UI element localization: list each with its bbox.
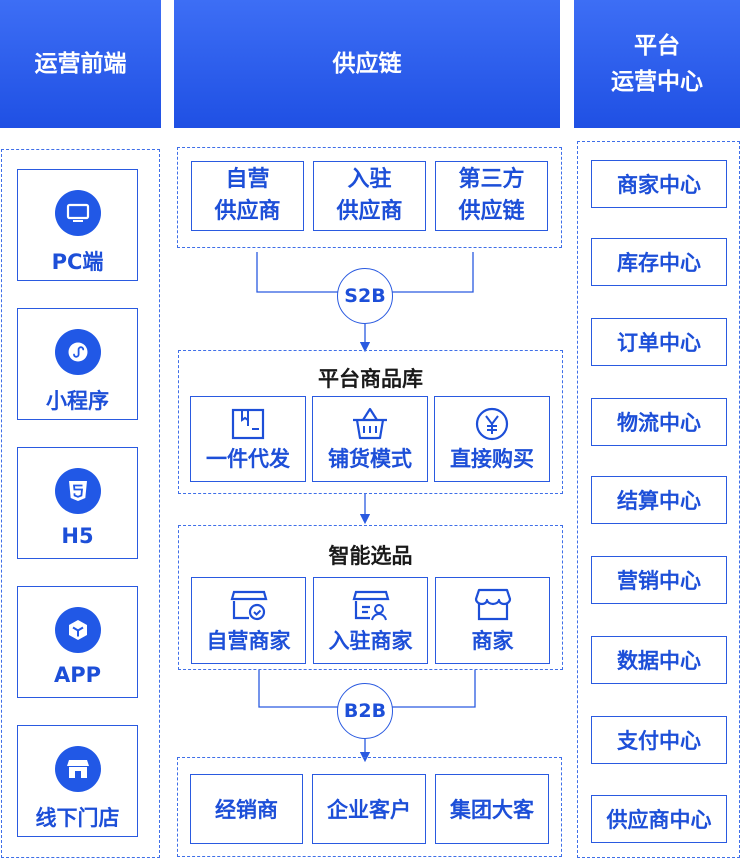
app-box-icon <box>54 607 101 653</box>
supplier-line2: 供应商 <box>214 199 281 224</box>
product-pool-title: 平台商品库 <box>318 367 423 391</box>
header-supply-chain-label: 供应链 <box>332 51 402 77</box>
product-pool-frame: 平台商品库 <box>178 350 563 494</box>
customer-group-key-account[interactable]: 集团大客 <box>435 774 549 844</box>
header-platform-line1: 平台 <box>634 33 680 59</box>
yen-coin-icon <box>475 407 509 441</box>
center-label: 营销中心 <box>617 569 701 593</box>
frontend-card-label: APP <box>53 663 102 687</box>
right-column-frame <box>577 141 740 858</box>
mini-program-icon <box>54 329 101 375</box>
customers-frame <box>177 757 562 857</box>
suppliers-frame <box>177 147 562 248</box>
left-column-frame <box>1 149 160 858</box>
self-shop-icon <box>230 590 267 621</box>
header-operations-frontend-label: 运营前端 <box>34 51 127 77</box>
center-supplier[interactable]: 供应商中心 <box>591 795 727 843</box>
center-data[interactable]: 数据中心 <box>591 636 727 684</box>
frontend-card-offline-store[interactable]: 线下门店 <box>17 725 138 837</box>
merchant-label: 入驻商家 <box>328 629 413 653</box>
customer-distributor[interactable]: 经销商 <box>190 774 303 844</box>
frontend-card-pc[interactable]: PC端 <box>17 169 138 281</box>
center-label: 结算中心 <box>617 489 701 513</box>
b2b-label: B2B <box>343 700 387 722</box>
store-icon <box>54 746 101 792</box>
frontend-card-label: 小程序 <box>46 389 109 413</box>
supplier-line1: 入驻 <box>347 167 392 192</box>
mode-direct-purchase[interactable]: 直接购买 <box>434 396 550 482</box>
supplier-third-party[interactable]: 第三方 供应链 <box>435 161 548 231</box>
center-label: 支付中心 <box>617 729 701 753</box>
header-platform-line2: 运营中心 <box>611 69 703 95</box>
header-supply-chain: 供应链 <box>174 0 560 128</box>
merchant-settled[interactable]: 入驻商家 <box>313 577 428 664</box>
s2b-node: S2B <box>337 268 393 324</box>
center-label: 订单中心 <box>617 331 701 355</box>
center-logistics[interactable]: 物流中心 <box>591 398 727 446</box>
frontend-card-h5[interactable]: H5 <box>17 447 138 559</box>
center-label: 物流中心 <box>617 411 701 435</box>
merchant-generic[interactable]: 商家 <box>435 577 550 664</box>
settled-shop-icon <box>352 590 389 621</box>
frontend-card-label: H5 <box>61 524 94 548</box>
center-inventory[interactable]: 库存中心 <box>591 238 727 286</box>
mode-label: 铺货模式 <box>328 447 412 471</box>
supplier-line2: 供应商 <box>336 199 403 224</box>
b2b-node: B2B <box>337 683 393 739</box>
center-label: 商家中心 <box>617 173 701 197</box>
header-operations-frontend: 运营前端 <box>0 0 161 128</box>
header-platform-operations: 平台 运营中心 <box>574 0 740 128</box>
smart-select-title: 智能选品 <box>328 544 413 568</box>
customer-enterprise[interactable]: 企业客户 <box>312 774 426 844</box>
center-merchant[interactable]: 商家中心 <box>591 160 727 208</box>
center-marketing[interactable]: 营销中心 <box>591 556 727 604</box>
monitor-icon <box>54 190 101 236</box>
center-payment[interactable]: 支付中心 <box>591 716 727 764</box>
customer-label: 经销商 <box>215 798 278 822</box>
supplier-settled[interactable]: 入驻 供应商 <box>313 161 426 231</box>
center-settlement[interactable]: 结算中心 <box>591 476 727 524</box>
frontend-card-label: PC端 <box>51 250 104 274</box>
basket-icon <box>353 407 387 440</box>
merchant-label: 自营商家 <box>206 629 291 653</box>
mode-distribution[interactable]: 铺货模式 <box>312 396 428 482</box>
center-label: 库存中心 <box>617 251 701 275</box>
shop-icon <box>474 588 511 621</box>
html5-icon <box>54 468 101 514</box>
s2b-label: S2B <box>344 285 386 307</box>
frontend-card-label: 线下门店 <box>35 806 120 830</box>
customer-label: 企业客户 <box>327 798 411 822</box>
merchant-label: 商家 <box>471 629 514 653</box>
mode-dropship[interactable]: 一件代发 <box>190 396 306 482</box>
center-order[interactable]: 订单中心 <box>591 318 727 366</box>
parcel-icon <box>231 408 265 440</box>
smart-select-frame: 智能选品 <box>178 525 563 670</box>
supplier-line1: 自营 <box>225 167 270 192</box>
supplier-self-operated[interactable]: 自营 供应商 <box>191 161 304 231</box>
customer-label: 集团大客 <box>450 798 534 822</box>
frontend-card-app[interactable]: APP <box>17 586 138 698</box>
center-label: 数据中心 <box>617 649 701 673</box>
supplier-line1: 第三方 <box>458 167 525 192</box>
center-label: 供应商中心 <box>606 808 712 832</box>
mode-label: 一件代发 <box>206 447 290 471</box>
mode-label: 直接购买 <box>450 447 534 471</box>
supplier-line2: 供应链 <box>458 199 525 224</box>
frontend-card-mini-program[interactable]: 小程序 <box>17 308 138 420</box>
merchant-self-operated[interactable]: 自营商家 <box>191 577 306 664</box>
